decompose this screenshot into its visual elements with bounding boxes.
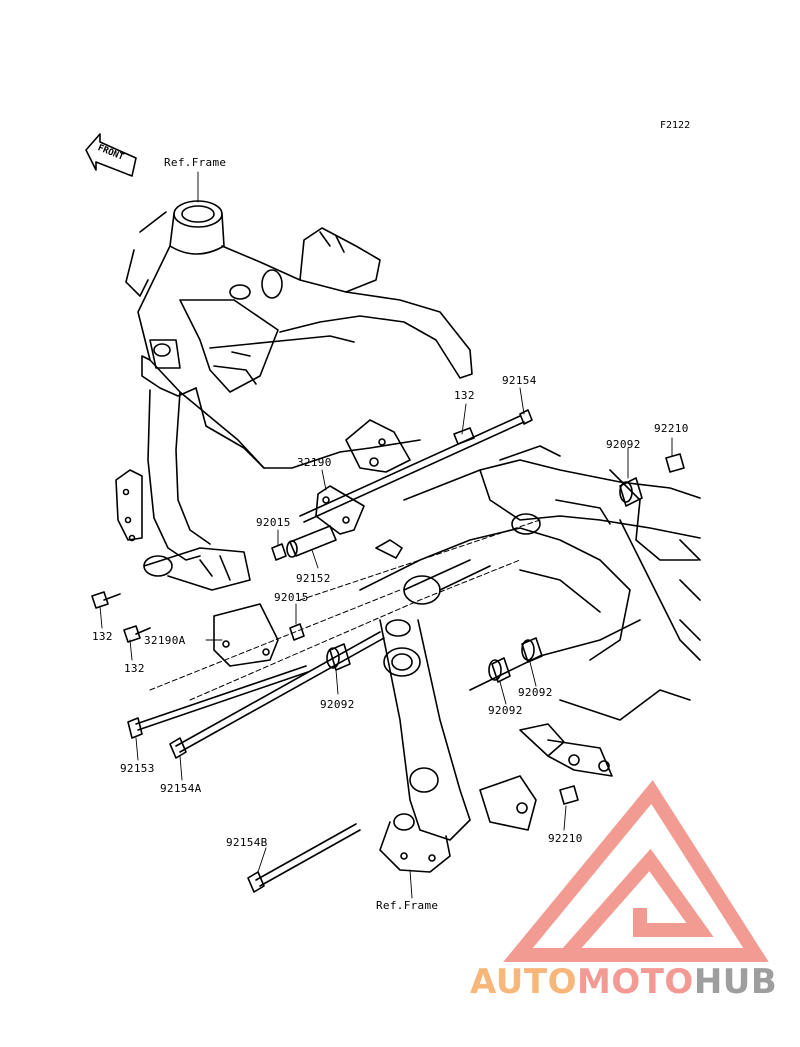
bolt-92154 [299, 415, 525, 523]
ref-frame-label-bottom: Ref.Frame [376, 899, 439, 912]
part-label: 92210 [654, 422, 689, 435]
part-label: 92092 [320, 698, 355, 711]
part-label: 92015 [256, 516, 291, 529]
part-label: 92154A [160, 782, 202, 795]
part-label: 92092 [606, 438, 641, 451]
part-label: 32190A [144, 634, 186, 647]
part-label: 132 [454, 389, 475, 402]
bolt-92153 [135, 665, 309, 731]
part-label: 132 [124, 662, 145, 675]
watermark-part-auto: AUTO [470, 962, 577, 1002]
part-label: 92092 [488, 704, 523, 717]
part-label: 92210 [548, 832, 583, 845]
bolt-92154A [175, 631, 385, 753]
part-label: 92092 [518, 686, 553, 699]
part-label: 132 [92, 630, 113, 643]
frame-main-spar [137, 245, 421, 469]
part-label: 92154B [226, 836, 268, 849]
head-stock [169, 200, 225, 255]
watermark-part-hub: HUB [693, 962, 778, 1002]
front-arrow-icon [85, 133, 137, 177]
watermark-text: AUTOMOTOHUB [470, 962, 777, 1002]
bolt-92154B [255, 823, 361, 887]
part-label: 92152 [296, 572, 331, 585]
part-label: 92154 [502, 374, 537, 387]
part-label: 32190 [297, 456, 332, 469]
ref-frame-label-top: Ref.Frame [164, 156, 227, 169]
part-label: 92153 [120, 762, 155, 775]
part-label: 92015 [274, 591, 309, 604]
watermark-part-moto: MOTO [576, 962, 694, 1002]
figure-code: F2122 [660, 120, 691, 131]
watermark-logo-icon [503, 780, 769, 962]
